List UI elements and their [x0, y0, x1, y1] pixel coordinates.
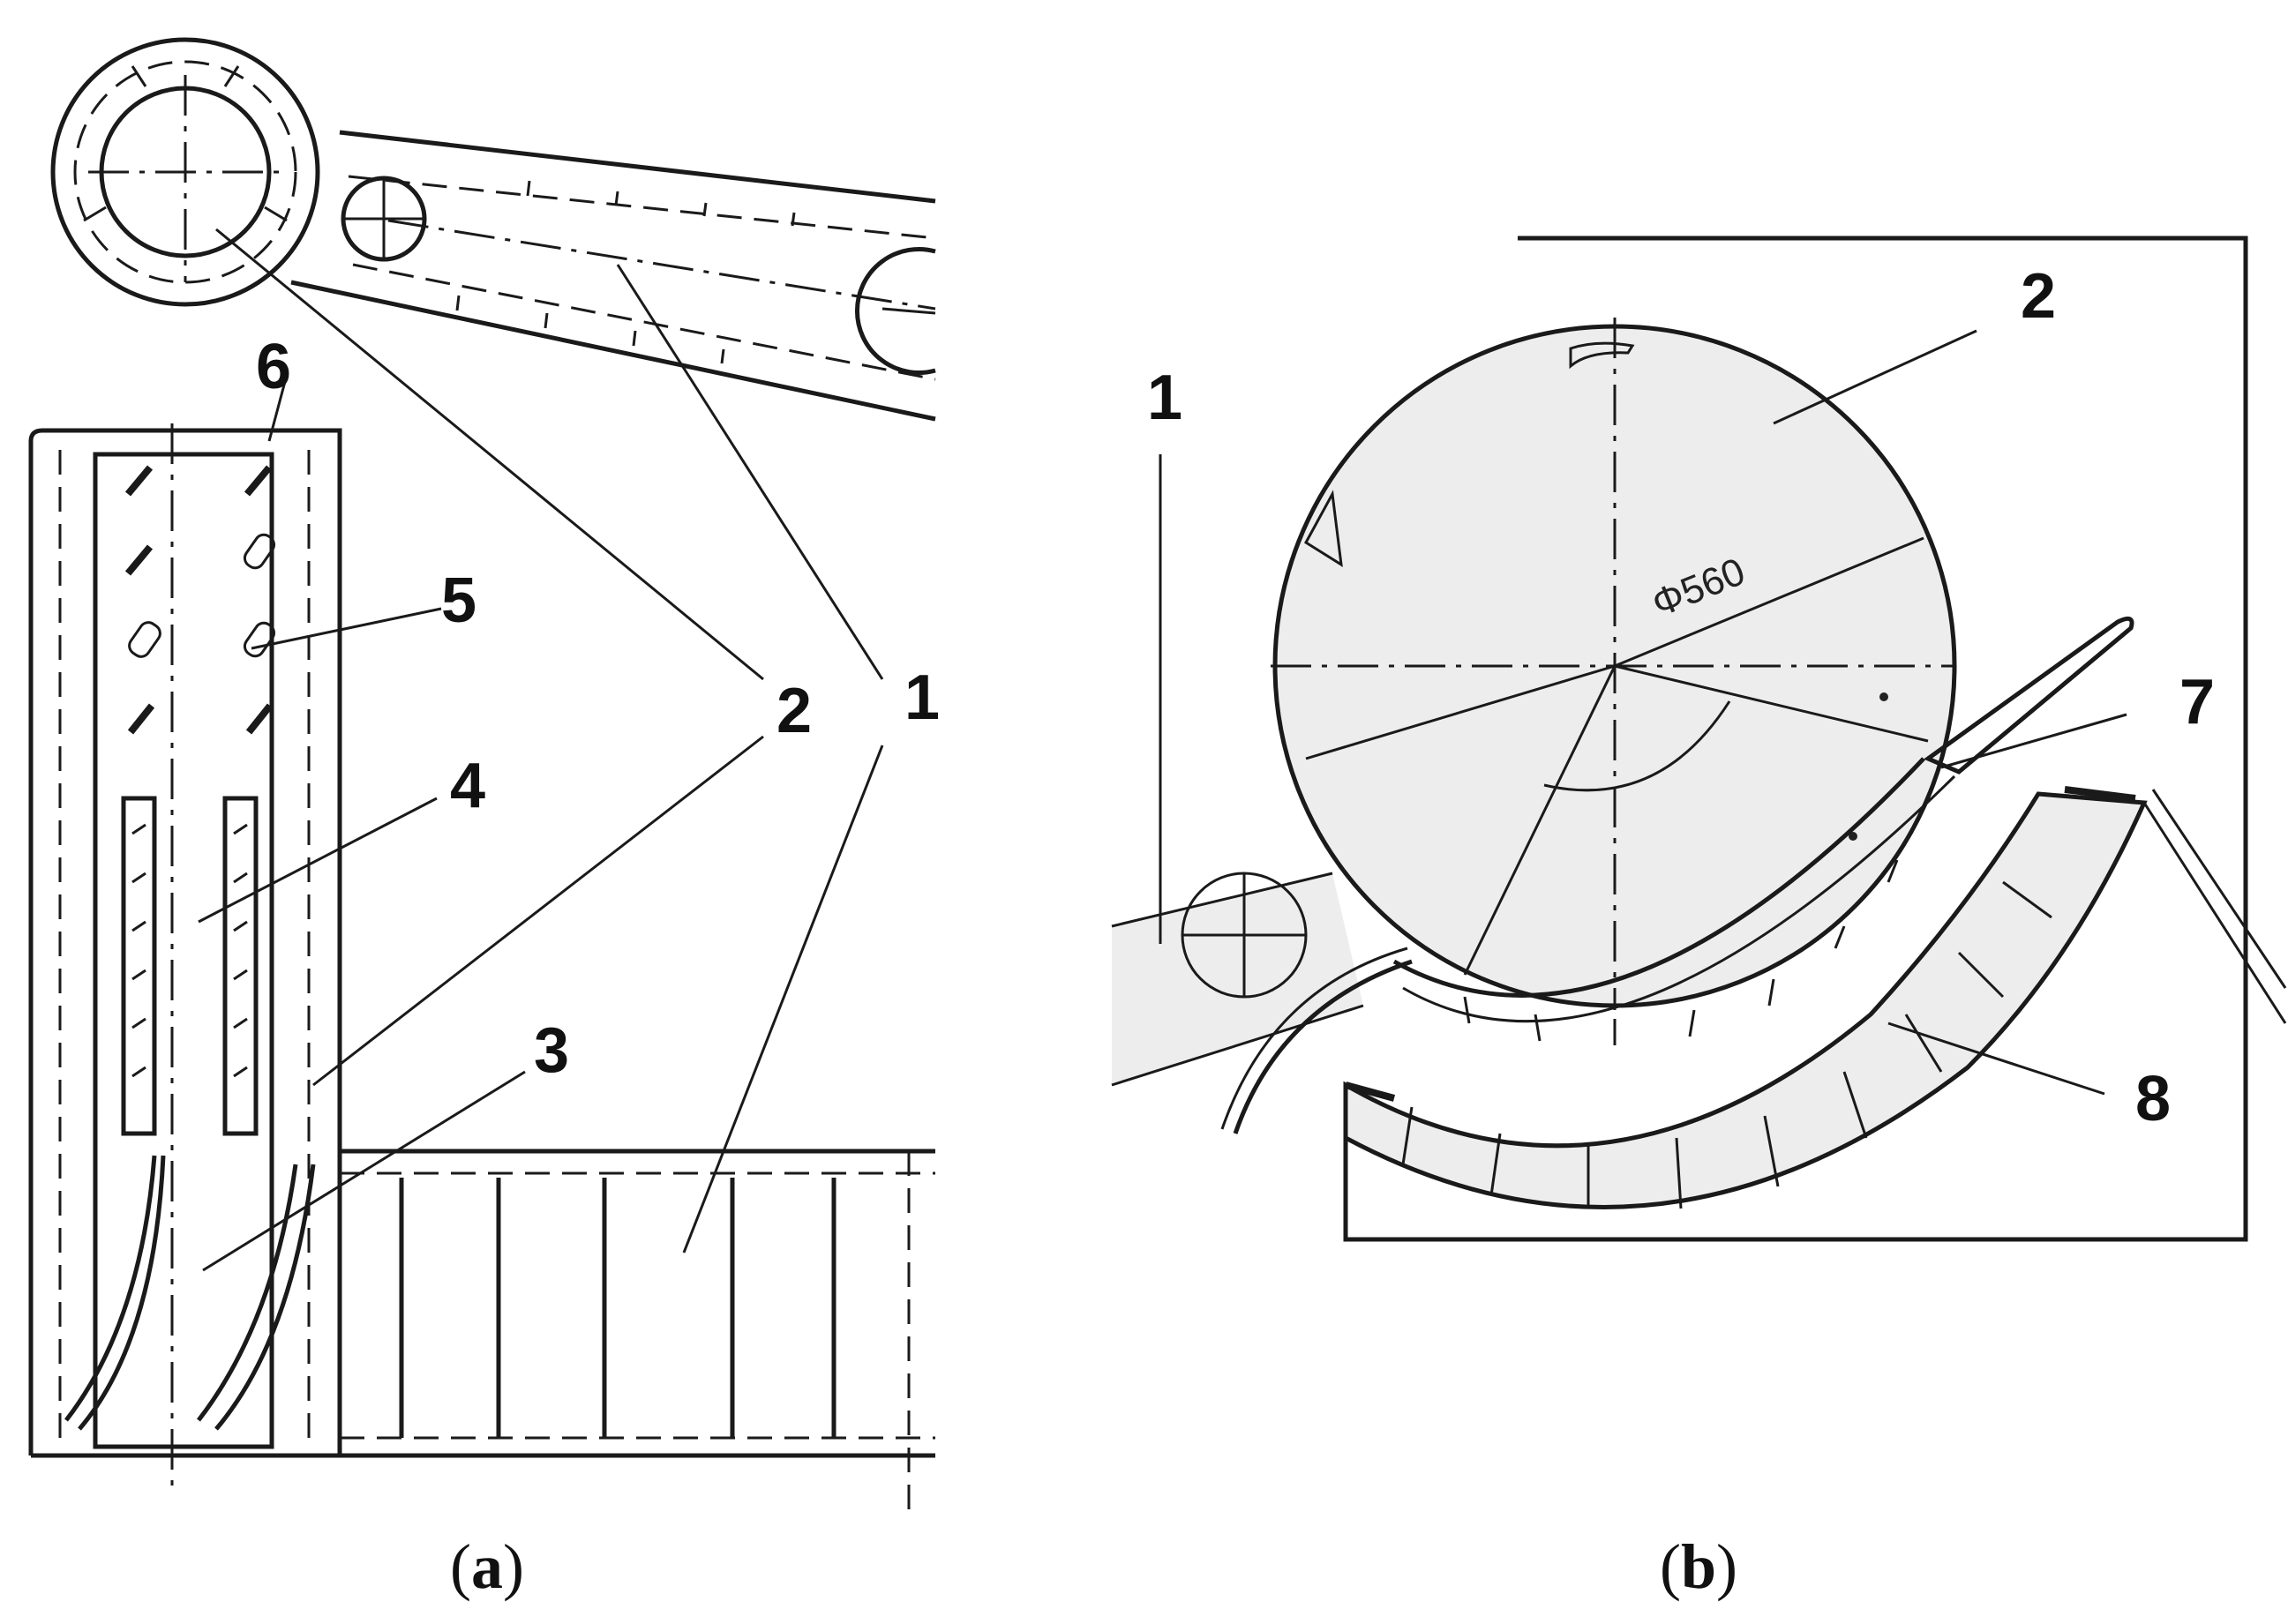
callout-a-6: 6 [256, 332, 291, 402]
callout-a-4: 4 [450, 751, 485, 821]
conveyor-a [290, 130, 936, 422]
caption-b: (b) [1660, 1531, 1737, 1602]
trough-b [1343, 786, 2287, 1209]
chutes-a [64, 1155, 316, 1431]
blades-a [124, 465, 276, 735]
callout-a-5: 5 [441, 565, 476, 636]
leaders-a [198, 228, 884, 1272]
callout-b-7: 7 [2179, 667, 2215, 737]
callout-a-1: 1 [904, 662, 940, 733]
callout-b-2: 2 [2021, 261, 2056, 332]
frame-b [1343, 236, 2248, 1242]
panel-a: 6 5 4 3 2 1 (a) [28, 37, 940, 1602]
drum-a [50, 37, 320, 307]
tank-a [340, 1149, 935, 1517]
separator-housing-a [28, 423, 935, 1491]
callout-b-8: 8 [2135, 1064, 2171, 1134]
caption-a: (a) [450, 1531, 524, 1602]
screens-a [121, 796, 259, 1136]
callout-a-2: 2 [776, 676, 812, 746]
screen-b [1220, 616, 2134, 1134]
callout-a-3: 3 [534, 1015, 569, 1086]
callout-b-1: 1 [1147, 363, 1182, 433]
leaders-b [1773, 329, 2127, 1096]
panel-b: Φ560 [1111, 236, 2287, 1602]
drum-b [1271, 318, 1957, 1010]
conveyor-b [1111, 454, 1364, 1087]
